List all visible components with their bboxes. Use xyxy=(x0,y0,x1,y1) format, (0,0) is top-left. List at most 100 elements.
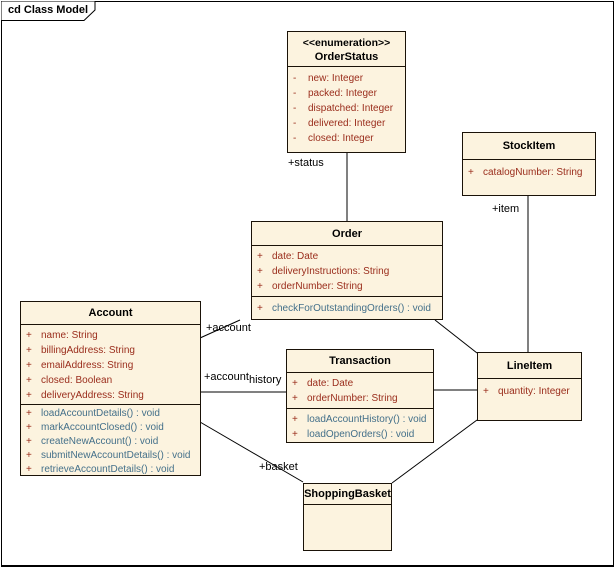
role-label-status[interactable]: +status xyxy=(288,157,324,169)
diagram-title: cd Class Model xyxy=(8,4,89,16)
attribute-row: -delivered: Integer xyxy=(288,116,405,131)
role-label-account-transaction[interactable]: +account xyxy=(204,371,249,383)
attributes-compartment: + name: String +billingAddress: String + e… xyxy=(21,324,200,404)
class-lineitem-header: LineItem xyxy=(478,353,581,378)
class-order-header: Order xyxy=(252,222,442,245)
class-shoppingbasket[interactable]: ShoppingBasket xyxy=(303,483,392,551)
attribute-row: -closed: Integer xyxy=(288,131,405,146)
association-account-order[interactable] xyxy=(199,319,241,339)
attribute-row: +billingAddress: String xyxy=(21,343,200,358)
visibility-marker: + xyxy=(257,266,263,277)
operation-text: createNewAccount() : void xyxy=(41,436,159,447)
visibility-marker: + xyxy=(292,429,298,440)
attribute-text: packed: Integer xyxy=(308,88,377,99)
role-label-account-order[interactable]: +account xyxy=(206,322,251,334)
visibility-marker: + xyxy=(26,450,32,461)
class-name: StockItem xyxy=(502,140,556,152)
attribute-text: name: String xyxy=(41,330,98,341)
association-lineitem-shoppingbasket[interactable] xyxy=(391,419,478,484)
attribute-text: date: Date xyxy=(307,378,354,389)
operation-text: checkForOutstandingOrders() : void xyxy=(272,303,431,314)
attributes-compartment: -new: Integer -packed: Integer -dispatch… xyxy=(288,66,405,152)
attribute-text: dispatched: Integer xyxy=(308,103,394,114)
visibility-marker: - xyxy=(293,103,297,114)
operation-row: +retrieveAccountDetails() : void xyxy=(21,463,200,475)
visibility-marker: + xyxy=(26,436,32,447)
association-order-lineitem[interactable] xyxy=(434,319,478,354)
attribute-text: orderNumber: String xyxy=(272,281,363,292)
operation-text: loadOpenOrders() : void xyxy=(307,429,415,440)
attribute-text: closed: Integer xyxy=(308,133,374,144)
attribute-row: + deliveryAddress: String xyxy=(21,388,200,403)
operation-text: loadAccountHistory() : void xyxy=(307,414,427,425)
attribute-text: deliveryInstructions: String xyxy=(272,266,390,277)
visibility-marker: + xyxy=(292,378,298,389)
operation-row: + submitNewAccountDetails() : void xyxy=(21,449,200,463)
attribute-row: + quantity: Integer xyxy=(478,384,581,399)
visibility-marker: - xyxy=(293,133,297,144)
visibility-marker: - xyxy=(293,73,297,84)
class-name: OrderStatus xyxy=(314,50,379,63)
visibility-marker: + xyxy=(26,330,32,341)
visibility-marker: + xyxy=(468,167,474,178)
class-stockitem[interactable]: StockItem + catalogNumber: String xyxy=(462,132,596,196)
class-name: Order xyxy=(332,227,362,240)
attribute-text: new: Integer xyxy=(308,73,364,84)
attribute-row: + catalogNumber: String xyxy=(463,165,595,180)
stereotype-label: <<enumeration>> xyxy=(302,36,391,49)
class-order[interactable]: Order +date: Date + deliveryInstructions:… xyxy=(251,221,443,320)
attribute-row: + closed: Boolean xyxy=(21,373,200,388)
attribute-text: quantity: Integer xyxy=(498,386,570,397)
attribute-text: deliveryAddress: String xyxy=(41,390,144,401)
attributes-compartment: + catalogNumber: String xyxy=(463,159,595,195)
class-account[interactable]: Account + name: String +billingAddress: S… xyxy=(20,301,201,476)
attributes-compartment: + quantity: Integer xyxy=(478,378,581,420)
operation-row: +markAccountClosed() : void xyxy=(21,421,200,435)
attribute-row: + date: Date xyxy=(287,376,433,391)
empty-compartment xyxy=(304,504,391,550)
visibility-marker: - xyxy=(293,88,297,99)
visibility-marker: - xyxy=(293,118,297,129)
attributes-compartment: +date: Date + deliveryInstructions: Strin… xyxy=(252,245,442,296)
visibility-marker: + xyxy=(26,375,32,386)
attribute-text: delivered: Integer xyxy=(308,118,386,129)
role-label-basket[interactable]: +basket xyxy=(259,461,298,473)
operation-row: + loadAccountHistory() : void xyxy=(287,412,433,427)
visibility-marker: + xyxy=(257,281,263,292)
attribute-row: -new: Integer xyxy=(288,71,405,86)
class-lineitem[interactable]: LineItem + quantity: Integer xyxy=(477,352,582,421)
operation-row: + checkForOutstandingOrders() : void xyxy=(252,301,442,316)
operation-text: retrieveAccountDetails() : void xyxy=(41,464,175,475)
operation-row: + loadOpenOrders() : void xyxy=(287,427,433,442)
attribute-text: closed: Boolean xyxy=(41,375,113,386)
visibility-marker: + xyxy=(26,408,32,419)
attributes-compartment: +date: Date +orderNumber: String xyxy=(287,372,433,408)
class-name: Account xyxy=(88,307,133,319)
operations-compartment: + loadAccountHistory() : void + loadOpenOr… xyxy=(287,408,433,442)
class-orderstatus-header: <<enumeration>> OrderStatus xyxy=(288,32,405,66)
visibility-marker: + xyxy=(26,360,32,371)
visibility-marker: + xyxy=(483,386,489,397)
class-transaction[interactable]: Transaction +date: Date +orderNumber: St… xyxy=(286,349,434,443)
association-account-shoppingbasket[interactable] xyxy=(199,421,304,483)
visibility-marker: + xyxy=(26,345,32,356)
role-label-item[interactable]: +item xyxy=(492,203,520,215)
attribute-row: + emailAddress: String xyxy=(21,358,200,373)
operations-compartment: +loadAccountDetails() : void +markAccoun… xyxy=(21,404,200,475)
class-orderstatus[interactable]: <<enumeration>> OrderStatus -new: Intege… xyxy=(287,31,406,153)
role-label-history[interactable]: history xyxy=(249,374,282,386)
visibility-marker: + xyxy=(26,390,32,401)
visibility-marker: + xyxy=(257,303,263,314)
operation-text: submitNewAccountDetails() : void xyxy=(41,450,191,461)
visibility-marker: + xyxy=(292,414,298,425)
attribute-row: +date: Date xyxy=(252,249,442,264)
attribute-row: + deliveryInstructions: String xyxy=(252,264,442,279)
visibility-marker: + xyxy=(292,393,298,404)
attribute-text: emailAddress: String xyxy=(41,360,134,371)
operation-row: +loadAccountDetails() : void xyxy=(21,407,200,421)
attribute-text: catalogNumber: String xyxy=(483,167,583,178)
class-stockitem-header: StockItem xyxy=(463,133,595,159)
